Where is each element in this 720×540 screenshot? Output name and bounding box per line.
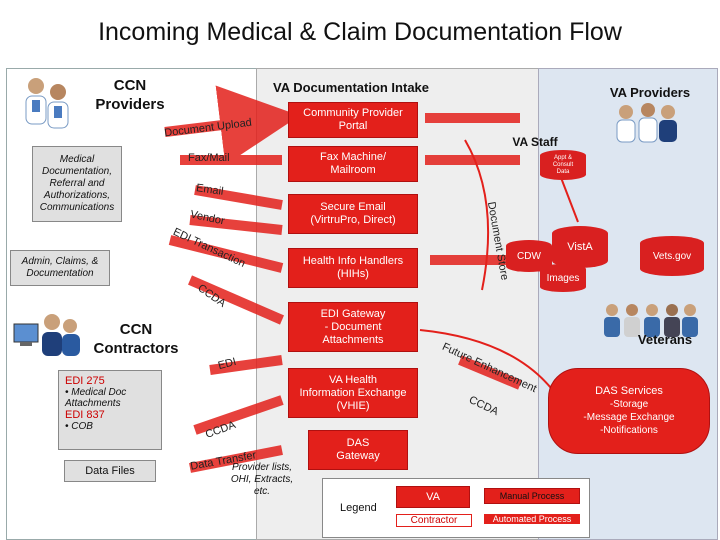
edi-gateway: EDI Gateway - Document Attachments — [288, 302, 418, 352]
va-providers-header: VA Providers — [609, 85, 691, 100]
legend-manual-process: Manual Process — [484, 488, 580, 504]
va-staff-icon — [616, 103, 677, 143]
admin-claims-note: Admin, Claims, & Documentation — [10, 250, 110, 286]
vets-gov-db: Vets.gov — [640, 236, 704, 276]
edi-275-item: • Medical Doc Attachments — [65, 387, 127, 409]
das-services-body: -Storage -Message Exchange -Notification… — [583, 399, 675, 436]
secure-email: Secure Email (VirtruPro, Direct) — [288, 194, 418, 234]
ccn-providers-header: CCN Providers — [95, 77, 165, 113]
page-title: Incoming Medical & Claim Documentation F… — [98, 18, 622, 46]
va-providers-panel — [538, 68, 718, 540]
das-gateway: DAS Gateway — [308, 430, 408, 470]
label-fax-mail: Fax/Mail — [188, 152, 230, 164]
edi-transactions-box: EDI 275 • Medical Doc Attachments EDI 83… — [58, 370, 162, 450]
appt-consult-db: Appt & Consult Data — [540, 150, 586, 180]
community-provider-portal: Community Provider Portal — [288, 102, 418, 138]
vista-db: VistA — [552, 226, 608, 268]
va-health-info-exchange: VA Health Information Exchange (VHIE) — [288, 368, 418, 418]
va-staff-label: VA Staff — [512, 135, 558, 149]
veterans-icon — [604, 304, 698, 337]
ccn-contractors-header: CCN Contractors — [93, 321, 179, 357]
legend-va: VA — [396, 486, 470, 508]
images-db: Images — [540, 264, 586, 292]
veterans-label: Veterans — [637, 332, 693, 347]
va-intake-header: VA Documentation Intake — [272, 80, 430, 95]
edi-837-item: • COB — [65, 421, 93, 432]
das-services-box: DAS Services -Storage -Message Exchange … — [548, 368, 710, 454]
fax-machine-mailroom: Fax Machine/ Mailroom — [288, 146, 418, 182]
medical-documentation-note: Medical Documentation, Referral and Auth… — [32, 146, 122, 222]
das-services-title: DAS Services — [595, 385, 663, 397]
health-info-handlers: Health Info Handlers (HIHs) — [288, 248, 418, 288]
ccn-providers-icon — [25, 78, 69, 129]
legend-label: Legend — [340, 502, 377, 514]
edi-837-label: EDI 837 — [65, 409, 105, 421]
legend-automated-process: Automated Process — [484, 514, 580, 524]
legend-contractor: Contractor — [396, 514, 472, 527]
edi-275-label: EDI 275 — [65, 375, 105, 387]
data-files-box: Data Files — [64, 460, 156, 482]
provider-lists-note: Provider lists, OHI, Extracts, etc. — [230, 462, 294, 497]
ccn-contractors-icon — [13, 314, 80, 356]
